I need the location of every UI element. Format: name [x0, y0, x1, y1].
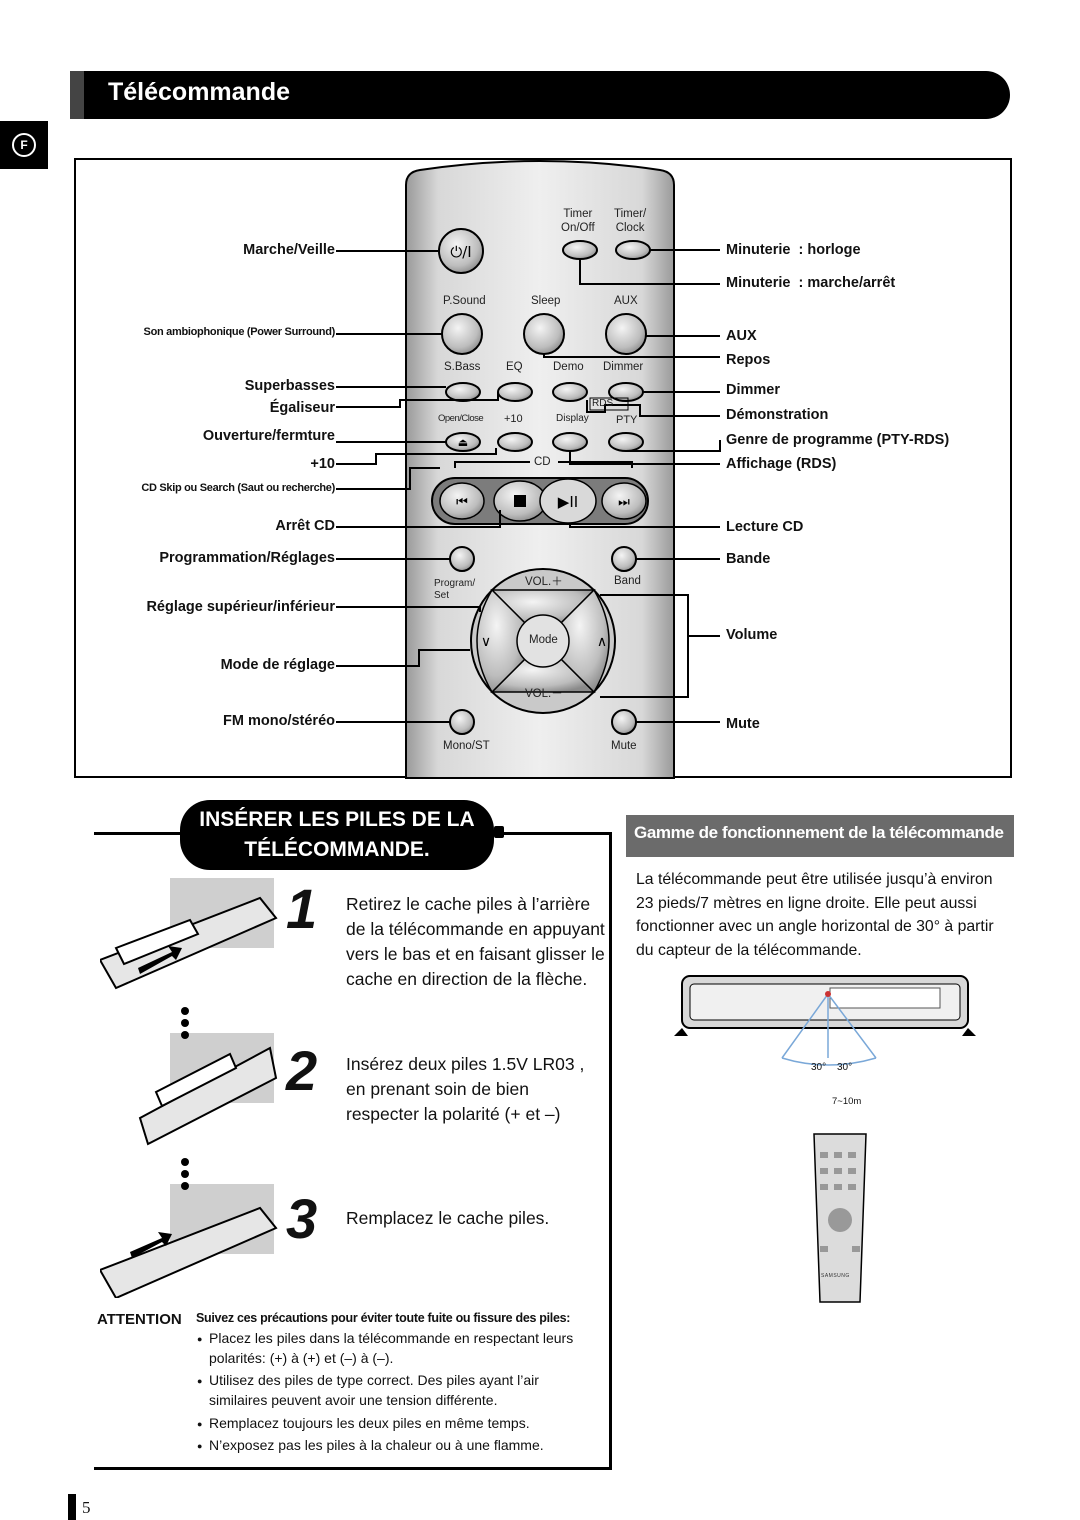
label-demo: Démonstration	[726, 407, 829, 423]
svg-text:⏮: ⏮	[456, 495, 468, 510]
step-1-number: 1	[286, 877, 318, 940]
range-description: La télécommande peut être utilisée jusqu…	[636, 871, 994, 959]
battery-steps-illustration	[100, 878, 278, 1298]
step-3-text: Remplacez le cache piles.	[346, 1208, 550, 1228]
aux-text: AUX	[614, 295, 638, 307]
svg-text:⏏: ⏏	[458, 437, 468, 449]
label-timer-onoff: Minuterie : marche/arrêt	[726, 275, 896, 291]
label-sleep: Repos	[726, 352, 771, 368]
vol-down-text: VOL.－	[525, 688, 563, 700]
attention-item-text: Placez les piles dans la télécommande en…	[209, 1330, 574, 1366]
timer-clock-text: Timer/ Clock	[614, 208, 647, 234]
attention-item-text: Remplacez toujours les deux piles en mêm…	[209, 1415, 530, 1431]
cd-text: CD	[534, 456, 551, 468]
program-text: Program/ Set	[434, 578, 476, 601]
step-3-number: 3	[286, 1187, 318, 1250]
page-number-bar	[68, 1494, 76, 1520]
label-open-close: Ouverture/fermture	[202, 428, 335, 444]
eq-text: EQ	[506, 361, 523, 373]
mode-text: Mode	[529, 634, 558, 646]
svg-text:∨: ∨	[481, 633, 491, 649]
sbass-text: S.Bass	[444, 361, 481, 373]
attention-item-text: N’exposez pas les piles à la chaleur ou …	[209, 1437, 544, 1453]
battery-title-line2: TÉLÉCOMMANDE.	[244, 838, 430, 861]
openclose-text: Open/Close	[438, 413, 484, 424]
label-power-surround: Son ambiophonique (Power Surround)	[143, 326, 336, 338]
step-2-number: 2	[286, 1039, 318, 1102]
step-1-text: Retirez le cache piles à l’arrière de la…	[346, 894, 605, 989]
label-plus10: +10	[310, 456, 335, 472]
label-power: Marche/Veille	[243, 242, 335, 258]
language-badge: F	[0, 121, 48, 169]
attention-item: Placez les piles dans la télécommande en…	[197, 1328, 597, 1368]
battery-title-box: INSÉRER LES PILES DE LA TÉLÉCOMMANDE.	[180, 800, 494, 870]
attention-item: Remplacez toujours les deux piles en mêm…	[197, 1413, 597, 1434]
band-text: Band	[614, 575, 641, 587]
mute-text: Mute	[611, 740, 637, 752]
range-title: Gamme de fonctionnement de la télécomman…	[634, 823, 1004, 842]
range-illustration	[674, 975, 976, 1303]
range-angle-right: 30°	[837, 1062, 853, 1073]
label-mono-stereo: FM mono/stéréo	[223, 713, 335, 729]
attention-item: N’exposez pas les piles à la chaleur ou …	[197, 1435, 597, 1456]
range-title-box	[626, 815, 1014, 857]
label-display: Affichage (RDS)	[726, 456, 837, 472]
header-accent-tab	[70, 71, 84, 119]
label-superbass: Superbasses	[244, 378, 335, 394]
svg-text:▶II: ▶II	[558, 493, 578, 511]
psound-text: P.Sound	[443, 295, 486, 307]
pty-text: PTY	[616, 414, 638, 426]
attention-title: Suivez ces précautions pour éviter toute…	[196, 1311, 571, 1325]
rds-text: RDS	[592, 398, 614, 409]
demo-text: Demo	[553, 361, 584, 373]
attention-item-text: Utilisez des piles de type correct. Des …	[209, 1372, 539, 1408]
svg-text:⏻/I: ⏻/I	[450, 243, 471, 261]
label-program: Programmation/Réglages	[159, 550, 335, 566]
step-2-text: Insérez deux piles 1.5V LR03 , en prenan…	[346, 1054, 585, 1124]
label-mute: Mute	[726, 716, 760, 732]
language-badge-label: F	[12, 133, 36, 157]
remote-brand-logo: SAMSUNG	[821, 1273, 850, 1279]
range-distance: 7~10m	[832, 1096, 862, 1107]
label-cd-stop: Arrêt CD	[275, 518, 335, 534]
display-text: Display	[556, 413, 589, 424]
label-cd-play: Lecture CD	[726, 519, 804, 535]
label-tuning: Réglage supérieur/inférieur	[146, 599, 335, 615]
mono-text: Mono/ST	[443, 740, 490, 752]
range-angle-left: 30°	[811, 1062, 827, 1073]
plus10-text: +10	[504, 413, 523, 425]
sleep-text: Sleep	[531, 295, 561, 307]
label-equalizer: Égaliseur	[269, 400, 335, 416]
label-cd-skip: CD Skip ou Search (Saut ou recherche)	[141, 482, 335, 494]
attention-label: ATTENTION	[97, 1311, 182, 1328]
svg-text:∧: ∧	[597, 633, 607, 649]
page-title: Télécommande	[108, 78, 291, 106]
label-pty: Genre de programme (PTY-RDS)	[726, 432, 950, 448]
svg-text:⏭: ⏭	[618, 495, 630, 510]
dimmer-text: Dimmer	[603, 361, 644, 373]
remote-illustration: ⏻/I ⏏ ⏮ ▶II ⏭ ∨ ∧	[336, 160, 721, 779]
label-timer-clock: Minuterie : horloge	[726, 242, 861, 258]
label-aux: AUX	[726, 328, 757, 344]
title-tab-mark	[494, 826, 504, 838]
label-band: Bande	[726, 551, 771, 567]
timer-onoff-text: Timer On/Off	[561, 208, 595, 234]
label-dimmer: Dimmer	[726, 382, 780, 398]
label-volume: Volume	[726, 627, 778, 643]
battery-title-line1: INSÉRER LES PILES DE LA	[199, 808, 475, 831]
attention-item: Utilisez des piles de type correct. Des …	[197, 1370, 597, 1410]
page-number: 5	[82, 1498, 91, 1517]
vol-up-text: VOL.＋	[525, 576, 563, 588]
label-tuning-mode: Mode de réglage	[220, 657, 335, 673]
header-bar	[84, 71, 1010, 119]
